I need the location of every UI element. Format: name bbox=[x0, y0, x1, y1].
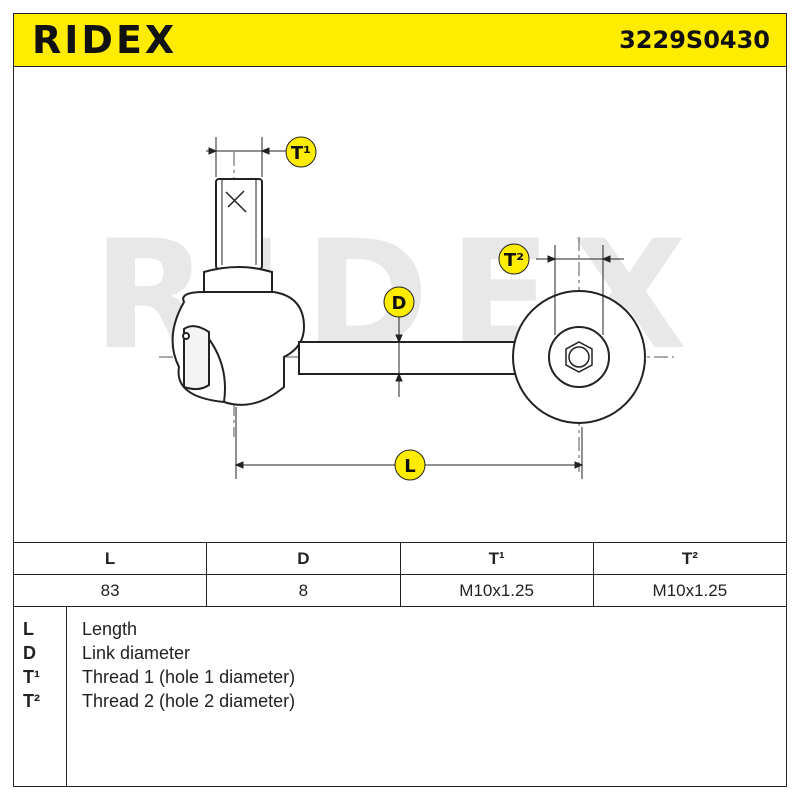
label-t1: T¹ bbox=[285, 136, 317, 168]
spec-value-d: 8 bbox=[206, 574, 401, 607]
legend-desc: Length bbox=[82, 619, 138, 639]
header-bar: RIDEX 3229S0430 bbox=[13, 13, 787, 67]
spec-table: L D T¹ T² 83 8 M10x1.25 M10x1.25 bbox=[12, 542, 788, 607]
svg-text:T¹: T¹ bbox=[291, 143, 311, 164]
legend-key: T² bbox=[23, 691, 40, 711]
label-d: D bbox=[383, 286, 415, 318]
label-t2: T² bbox=[498, 243, 530, 275]
svg-text:D: D bbox=[392, 293, 407, 314]
legend-key: D bbox=[23, 643, 36, 663]
legend-item-l: L Length bbox=[13, 619, 787, 643]
legend-item-d: D Link diameter bbox=[13, 643, 787, 667]
legend: L Length D Link diameter T¹ Thread 1 (ho… bbox=[13, 607, 787, 787]
part-number: 3229S0430 bbox=[619, 26, 770, 54]
link-rod bbox=[298, 341, 520, 375]
brand-logo: RIDEX bbox=[32, 18, 178, 62]
legend-key: L bbox=[23, 619, 34, 639]
legend-desc: Thread 1 (hole 1 diameter) bbox=[82, 667, 296, 687]
spec-header-t1: T¹ bbox=[399, 542, 594, 575]
stabilizer-link-diagram: RIDEX bbox=[93, 136, 687, 481]
eye-joint-right bbox=[512, 290, 646, 424]
spec-value-l: 83 bbox=[12, 574, 208, 607]
legend-item-t1: T¹ Thread 1 (hole 1 diameter) bbox=[13, 667, 787, 691]
spec-header-d: D bbox=[206, 542, 401, 575]
spec-value-row: 83 8 M10x1.25 M10x1.25 bbox=[12, 574, 788, 607]
svg-text:L: L bbox=[404, 456, 415, 477]
spec-header-l: L bbox=[12, 542, 208, 575]
spec-header-t2: T² bbox=[592, 542, 788, 575]
legend-key: T¹ bbox=[23, 667, 40, 687]
label-l: L bbox=[394, 449, 426, 481]
svg-text:T²: T² bbox=[504, 250, 524, 271]
legend-item-t2: T² Thread 2 (hole 2 diameter) bbox=[13, 691, 787, 715]
ball-joint-left bbox=[171, 178, 306, 406]
spec-value-t2: M10x1.25 bbox=[592, 574, 788, 607]
spec-header-row: L D T¹ T² bbox=[12, 542, 788, 575]
legend-divider bbox=[66, 607, 67, 787]
spec-value-t1: M10x1.25 bbox=[399, 574, 594, 607]
legend-desc: Link diameter bbox=[82, 643, 191, 663]
legend-desc: Thread 2 (hole 2 diameter) bbox=[82, 691, 296, 711]
